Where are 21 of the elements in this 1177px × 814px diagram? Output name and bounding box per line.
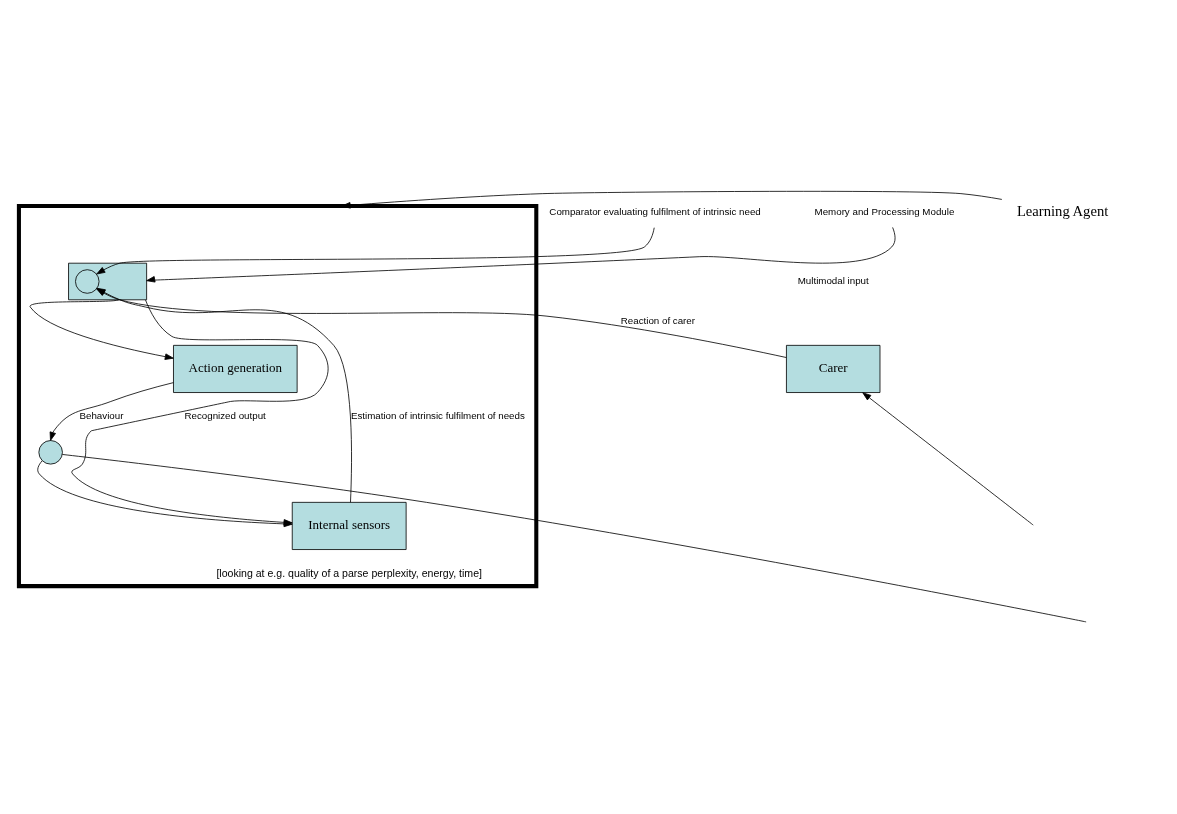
cluster bbox=[68, 262, 148, 301]
arrow bbox=[146, 227, 896, 283]
node-box: Internal sensors bbox=[291, 501, 407, 550]
node-box: Carer bbox=[786, 344, 881, 393]
edge-label: Recognized output bbox=[184, 410, 266, 422]
arrow bbox=[49, 382, 174, 441]
node-text: Comparator evaluating fulfilment of intrinsic need bbox=[549, 206, 761, 218]
node-text: Learning Agent bbox=[1016, 203, 1109, 220]
node-circle bbox=[75, 269, 100, 294]
edge-label: Estimation of intrinsic fulfilment of needs bbox=[350, 410, 525, 422]
node-label: [looking at e.g. quality of a parse perplexity, energy, time] bbox=[216, 566, 482, 579]
node-box: Action generation bbox=[173, 344, 298, 393]
label: Multimodal input bbox=[797, 275, 869, 287]
node-text: Memory and Processing Module bbox=[814, 206, 955, 218]
node-circle bbox=[38, 440, 63, 465]
arrow bbox=[96, 227, 655, 275]
arrow bbox=[29, 299, 174, 360]
connector bbox=[61, 454, 1087, 623]
edge-label: Reaction of carer bbox=[620, 314, 696, 326]
arrow bbox=[862, 392, 1034, 526]
edge-label: Behaviour bbox=[79, 410, 124, 422]
